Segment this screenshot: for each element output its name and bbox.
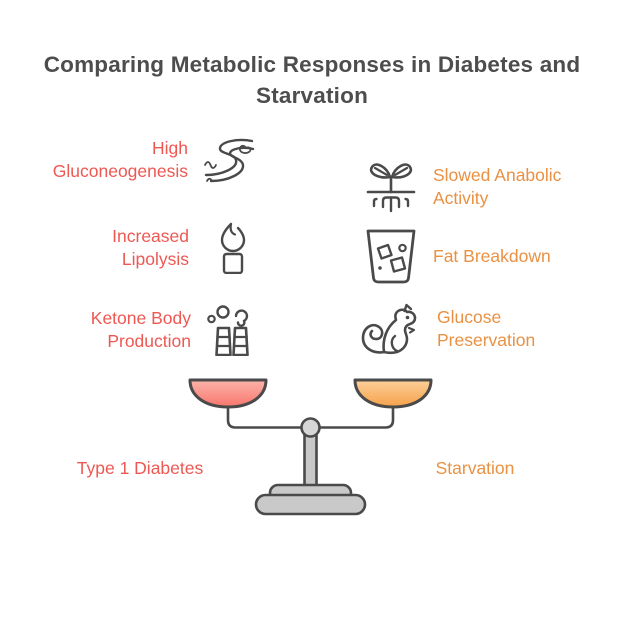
- item-label: Increased Lipolysis: [112, 226, 189, 269]
- list-item-glucose-preservation: Glucose Preservation: [360, 301, 589, 357]
- scale-pole: [303, 427, 318, 495]
- item-label: Glucose Preservation: [437, 307, 536, 350]
- list-item-high-gluconeogenesis: High Gluconeogenesis: [30, 137, 255, 183]
- list-item-fat-breakdown: Fat Breakdown: [366, 228, 593, 284]
- river-icon: [201, 137, 255, 183]
- scale-right-pan: [353, 378, 433, 409]
- item-label: High Gluconeogenesis: [52, 138, 188, 181]
- list-item-ketone-body-production: Ketone Body Production: [30, 304, 252, 356]
- item-label: Slowed Anabolic Activity: [433, 165, 562, 208]
- item-label: Ketone Body Production: [90, 308, 191, 351]
- candle-flame-icon: [219, 222, 247, 274]
- squirrel-icon: [360, 301, 422, 357]
- balance-scale-illustration: [160, 372, 460, 522]
- sprout-roots-icon: [366, 160, 416, 214]
- page-title: Comparing Metabolic Responses in Diabete…: [43, 52, 581, 108]
- factory-smokestacks-icon: [204, 304, 252, 356]
- scale-base-lower: [254, 493, 367, 516]
- glass-ice-icon: [366, 228, 416, 284]
- list-item-increased-lipolysis: Increased Lipolysis: [30, 222, 247, 274]
- scale-left-pan: [188, 378, 268, 409]
- scale-pivot: [300, 417, 321, 438]
- type-1-diabetes-label: Type 1 Diabetes: [76, 458, 204, 478]
- item-label: Fat Breakdown: [433, 245, 551, 266]
- starvation-label: Starvation: [435, 458, 515, 478]
- list-item-slowed-anabolic-activity: Slowed Anabolic Activity: [366, 160, 603, 214]
